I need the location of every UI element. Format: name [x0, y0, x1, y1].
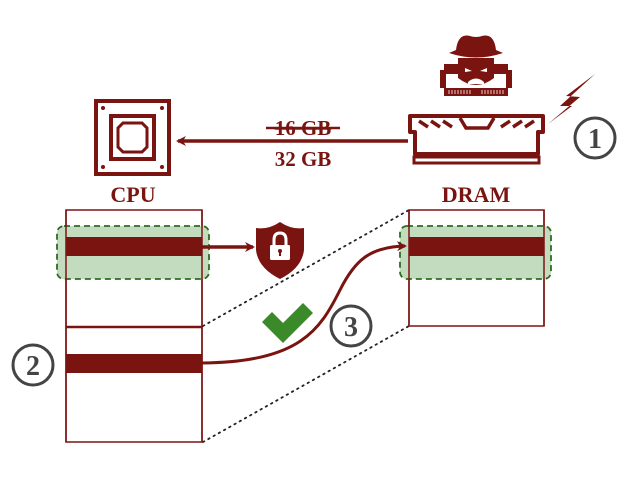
hacker-icon — [440, 35, 512, 96]
svg-text:3: 3 — [344, 312, 358, 343]
aliased-row-cpu — [66, 354, 202, 373]
step-2-badge: 2 — [11, 343, 55, 387]
protected-row-cpu — [66, 237, 202, 256]
cpu-memory-map — [56, 209, 210, 443]
cpu-label: CPU — [110, 182, 155, 207]
svg-text:1: 1 — [588, 124, 602, 155]
lightning-bolt-icon — [548, 74, 595, 124]
zoom-line-bottom — [202, 325, 410, 443]
step-1-badge: 1 — [573, 116, 617, 160]
shield-lock-icon — [256, 222, 304, 279]
dram-label: DRAM — [442, 182, 511, 207]
dram-memory-map — [399, 209, 552, 327]
ram-module-icon — [408, 114, 545, 165]
protected-row-dram — [409, 237, 544, 256]
checkmark-icon — [262, 303, 313, 343]
new-capacity-label: 32 GB — [275, 147, 332, 171]
step-3-badge: 3 — [329, 304, 373, 348]
svg-text:2: 2 — [26, 351, 40, 382]
alias-access-curve — [201, 241, 407, 365]
cpu-chip-icon — [94, 99, 171, 176]
